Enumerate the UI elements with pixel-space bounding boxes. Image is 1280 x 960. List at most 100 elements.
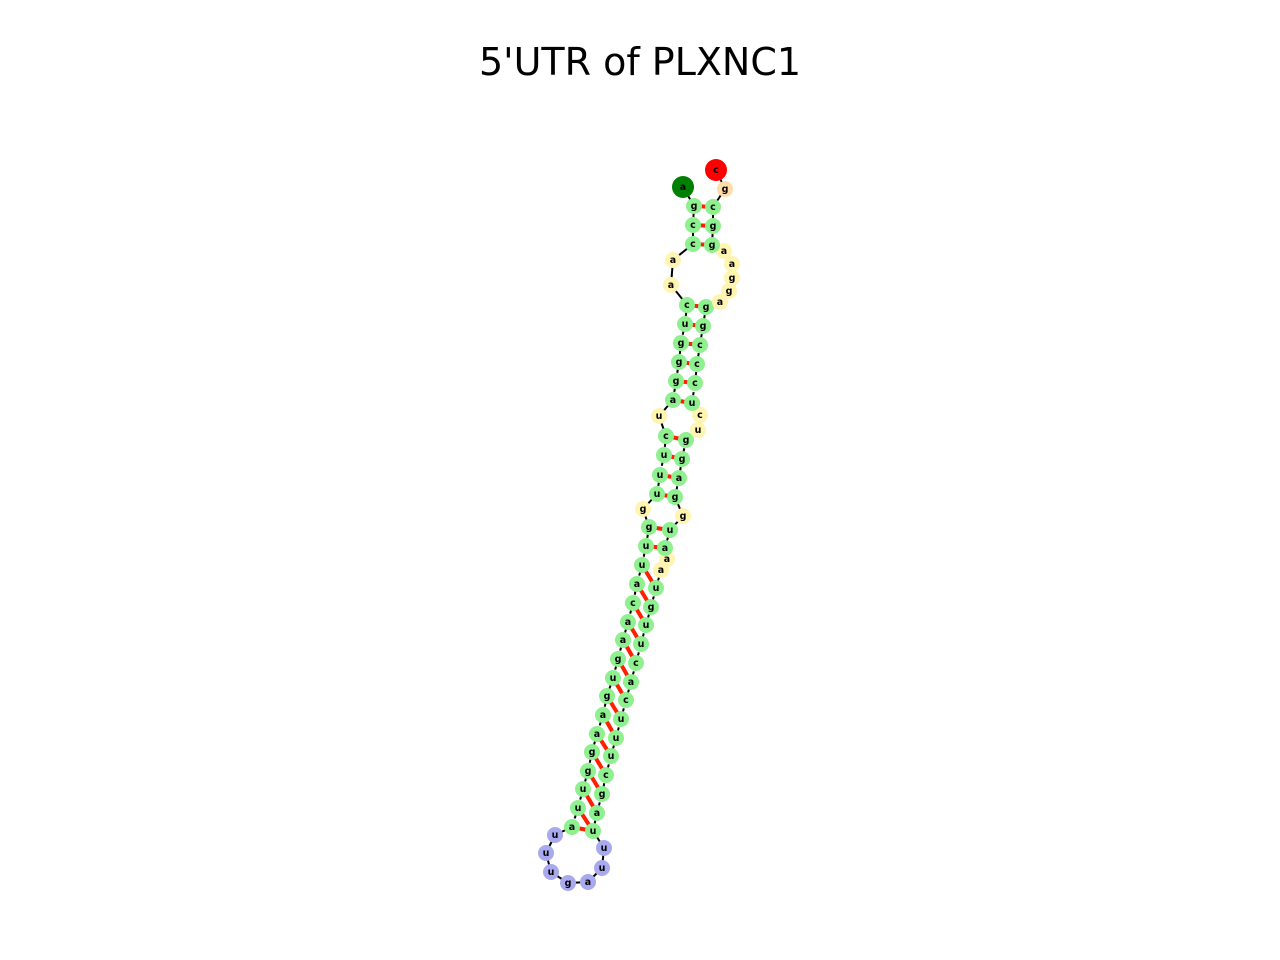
nucleotide-label: u [643,620,650,631]
nucleotide: c [598,767,614,783]
nucleotide: a [716,243,732,259]
nucleotide: g [675,508,691,524]
nucleotide: a [589,726,605,742]
nucleotide: a [629,576,645,592]
nucleotide-label: u [543,848,550,859]
nucleotide-circle [638,538,654,554]
nucleotide: u [575,781,591,797]
nucleotide-circle [658,428,674,444]
nucleotide-circle [712,294,728,310]
nucleotide-circle [684,395,700,411]
nucleotide: u [585,823,601,839]
nucleotide-circle [685,217,701,233]
nucleotide: c [658,428,674,444]
nucleotide-label: u [610,673,617,684]
nucleotide-label: a [628,677,634,688]
nucleotide: a [580,874,596,890]
nucleotide: c [705,199,721,215]
nucleotide-label: g [678,338,685,349]
nucleotide: a [665,392,681,408]
nucleotide-circle [724,270,740,286]
nucleotide-label: c [630,598,636,609]
nucleotide-circle [692,407,708,423]
nucleotide: u [656,447,672,463]
nucleotide: c [692,337,708,353]
nucleotide: g [686,198,702,214]
nucleotide-circle [598,767,614,783]
nucleotide-circle [589,805,605,821]
nucleotide: c [618,692,634,708]
nucleotide: u [633,636,649,652]
nucleotide-circle [634,557,650,573]
nucleotide: u [648,580,664,596]
nucleotide-label: g [646,522,653,533]
nucleotide-label: a [625,617,631,628]
nucleotide-label: u [639,560,646,571]
nucleotide: g [695,318,711,334]
nucleotide: g [724,270,740,286]
nucleotide-label: c [692,378,698,389]
nucleotide-circle [648,580,664,596]
nucleotide-circle [663,277,679,293]
nucleotide: u [543,864,559,880]
nucleotide-circle [603,748,619,764]
nucleotide-circle [560,875,576,891]
nucleotide-circle [615,632,631,648]
nucleotide-circle [589,726,605,742]
nucleotide-label: a [670,255,676,266]
diagram-title: 5'UTR of PLXNC1 [478,40,802,84]
nucleotide-label: u [654,489,661,500]
nucleotide: u [649,486,665,502]
nucleotide: a [672,176,694,198]
nucleotide: g [678,432,694,448]
nucleotide: u [603,748,619,764]
nucleotide-circle [673,335,689,351]
nucleotide-label: c [633,658,639,669]
nucleotide-label: c [697,340,703,351]
nucleotide: a [620,614,636,630]
nucleotide-label: g [673,376,680,387]
nucleotide: u [684,395,700,411]
nucleotide: u [638,538,654,554]
nucleotide-label: g [683,435,690,446]
nucleotide: g [671,354,687,370]
nucleotide-circle [623,674,639,690]
nucleotide-label: a [594,808,600,819]
nucleotide: a [663,277,679,293]
nucleotide-label: u [599,863,606,874]
nucleotide: u [662,522,678,538]
nucleotide-label: a [680,182,686,193]
nucleotide-label: g [722,184,729,195]
nucleotide-label: u [638,639,645,650]
nucleotide-circle [675,508,691,524]
nucleotide: a [564,819,580,835]
nucleotide-label: u [695,425,702,436]
nucleotide: u [651,408,667,424]
nucleotide: g [668,373,684,389]
nucleotide-circle [657,540,673,556]
nucleotide: u [638,617,654,633]
nucleotide-label: u [580,784,587,795]
nucleotide-circle [629,576,645,592]
backbone-layer [545,169,733,884]
nucleotide-label: g [709,240,716,251]
nucleotide-label: g [648,602,655,613]
nucleotide-label: u [608,751,615,762]
nucleotide-label: g [599,789,606,800]
nucleotide-label: a [569,822,575,833]
nucleotide-circle [608,730,624,746]
nucleotide: u [596,840,612,856]
nucleotide-label: a [729,259,735,270]
nucleotide-label: c [623,695,629,706]
nucleotide-label: c [710,202,716,213]
nucleotide-label: a [662,543,668,554]
nucleotide: c [705,159,727,181]
nucleotide-circle [620,614,636,630]
nucleotide: u [608,730,624,746]
nucleotide-circle [698,299,714,315]
nucleotide-label: a [585,877,591,888]
nucleotide-label: g [691,201,698,212]
nucleotide: c [689,356,705,372]
nucleotide-circle [686,198,702,214]
